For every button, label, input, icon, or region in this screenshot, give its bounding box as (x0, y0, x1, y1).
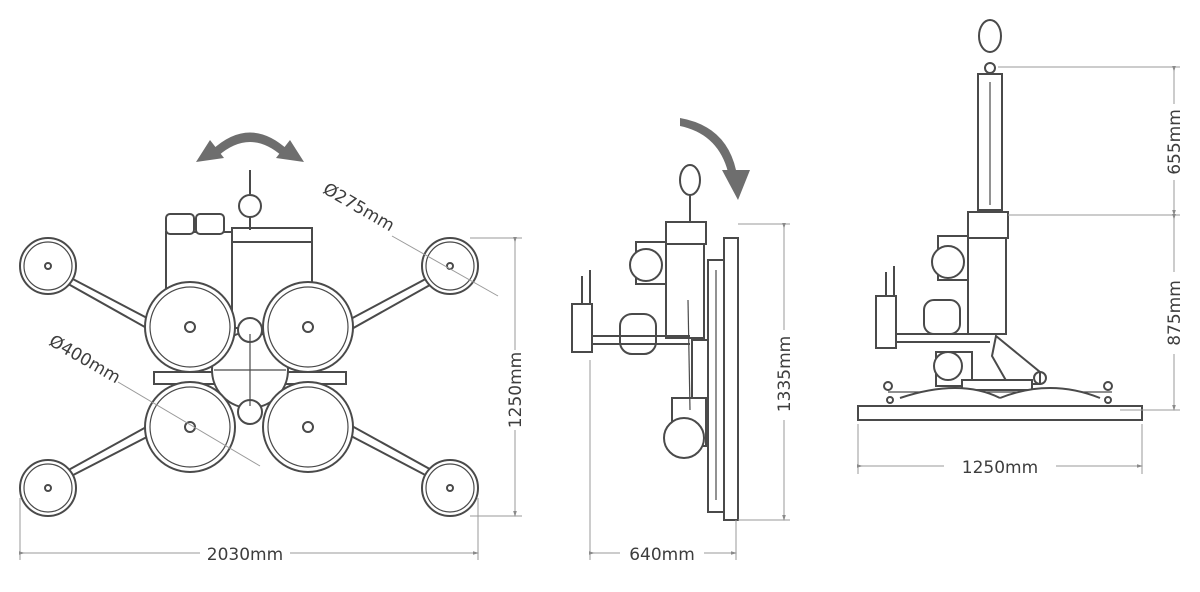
side-dimensions (589, 223, 790, 560)
tilted-width-label: 1250mm (962, 458, 1038, 478)
small-pad-diameter-label: Ø275mm (319, 179, 397, 236)
tilted-view: 1250mm 655mm 875mm (857, 19, 1185, 478)
side-body (571, 221, 709, 459)
side-hook (679, 164, 701, 222)
tilted-body (875, 211, 1047, 391)
tilted-base (857, 381, 1143, 421)
tilted-dimensions (857, 66, 1180, 474)
tilted-upper-height-label: 655mm (1165, 109, 1185, 175)
large-suction-pads (144, 281, 354, 473)
side-depth-label: 640mm (629, 545, 695, 565)
tilted-lower-height-label: 875mm (1165, 280, 1185, 346)
front-dimensions (19, 235, 522, 560)
front-view: 2030mm 1250mm Ø275mm Ø400mm (19, 132, 526, 565)
rotate-both-ways-arrow-icon (196, 132, 304, 162)
central-body (153, 213, 347, 425)
lifting-hook (238, 170, 262, 230)
side-plate (707, 237, 739, 521)
front-width-label: 2030mm (207, 545, 283, 565)
front-height-label: 1250mm (506, 352, 526, 428)
large-pad-diameter-label: Ø400mm (45, 331, 123, 388)
small-suction-pads (19, 237, 479, 517)
side-view: 640mm 1335mm (571, 118, 795, 565)
side-height-label: 1335mm (775, 336, 795, 412)
tilted-hook (977, 19, 1003, 211)
tilt-down-arrow-icon (680, 118, 750, 200)
